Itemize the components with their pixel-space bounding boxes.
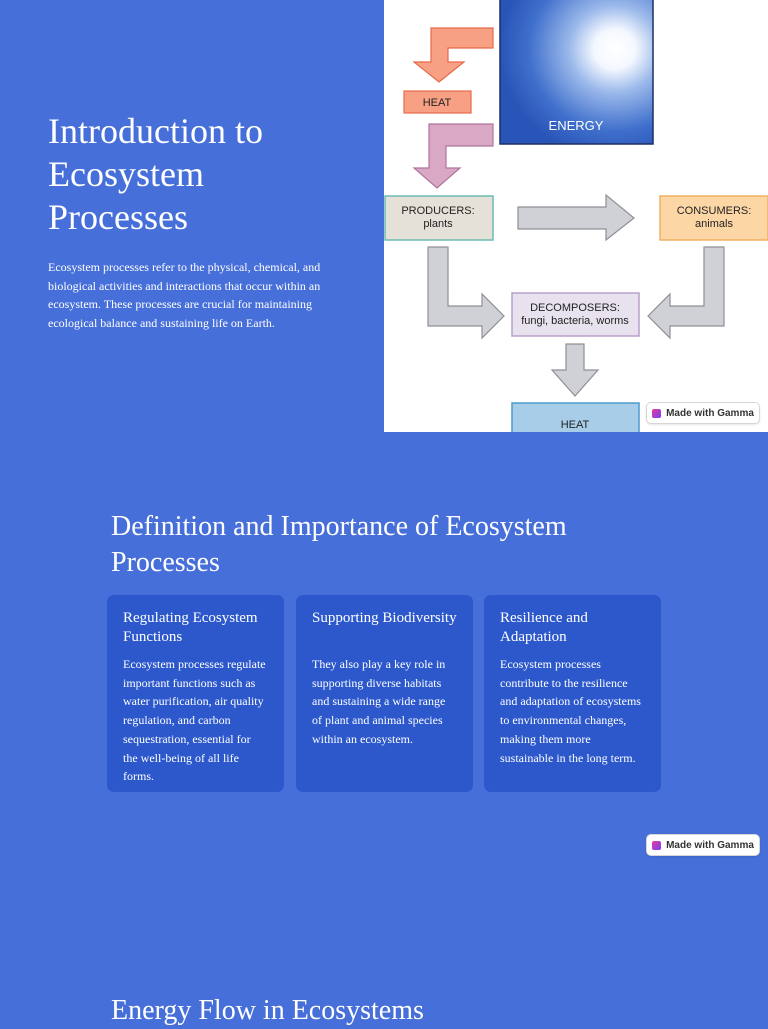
svg-text:HEAT: HEAT: [423, 97, 452, 109]
arrow-producers-to-consumers: [517, 193, 635, 242]
svg-text:fungi, bacteria, worms: fungi, bacteria, worms: [521, 315, 629, 327]
section-title-energy-flow: Energy Flow in Ecosystems: [111, 995, 424, 1026]
consumers-box: CONSUMERS: animals: [659, 195, 768, 241]
svg-text:CONSUMERS:: CONSUMERS:: [677, 205, 752, 217]
slide-body-text: Ecosystem processes refer to the physica…: [48, 260, 321, 331]
card-body: Ecosystem processes regulate important f…: [123, 657, 266, 784]
card-body: Ecosystem processes contribute to the re…: [500, 657, 641, 765]
energy-label: ENERGY: [549, 118, 604, 133]
svg-text:plants: plants: [423, 218, 453, 230]
svg-text:PRODUCERS:: PRODUCERS:: [401, 205, 474, 217]
section-title-definition: Definition and Importance of Ecosystem P…: [111, 511, 567, 578]
card-title: Supporting Biodiversity: [312, 610, 457, 626]
made-with-gamma-badge[interactable]: Made with Gamma: [646, 834, 760, 856]
arrow-producers-to-decomposers: [427, 246, 505, 340]
heat-label-top: HEAT: [403, 90, 472, 114]
badge-label: Made with Gamma: [666, 407, 754, 419]
card-biodiversity: Supporting Biodiversity They also play a…: [296, 595, 473, 792]
heat-arrow-orange: [412, 27, 494, 83]
card-title: Regulating Ecosystem Functions: [123, 610, 258, 645]
heat-label-bottom: HEAT: [511, 402, 640, 432]
slide-intro: Introduction to Ecosystem Processes Ecos…: [0, 0, 768, 432]
energy-flow-diagram: ENERGY HEAT PRODUCERS: plants: [384, 0, 768, 432]
card-resilience: Resilience and Adaptation Ecosystem proc…: [484, 595, 661, 792]
gamma-logo-icon: [652, 840, 662, 850]
arrow-consumers-to-decomposers: [647, 246, 725, 340]
svg-text:HEAT: HEAT: [561, 419, 590, 431]
arrow-decomposers-to-heat: [550, 343, 600, 397]
card-regulating: Regulating Ecosystem Functions Ecosystem…: [107, 595, 284, 792]
decomposers-box: DECOMPOSERS: fungi, bacteria, worms: [511, 292, 640, 337]
svg-text:animals: animals: [695, 218, 733, 230]
heat-arrow-pink: [412, 123, 494, 189]
svg-text:DECOMPOSERS:: DECOMPOSERS:: [530, 302, 620, 314]
card-body: They also play a key role in supporting …: [312, 657, 446, 746]
made-with-gamma-badge[interactable]: Made with Gamma: [646, 402, 760, 424]
energy-panel: ENERGY: [499, 0, 654, 145]
badge-label: Made with Gamma: [666, 839, 754, 851]
slide-title: Introduction to Ecosystem Processes: [48, 111, 263, 237]
card-title: Resilience and Adaptation: [500, 610, 588, 645]
gamma-logo-icon: [652, 408, 662, 418]
producers-box: PRODUCERS: plants: [384, 195, 494, 241]
